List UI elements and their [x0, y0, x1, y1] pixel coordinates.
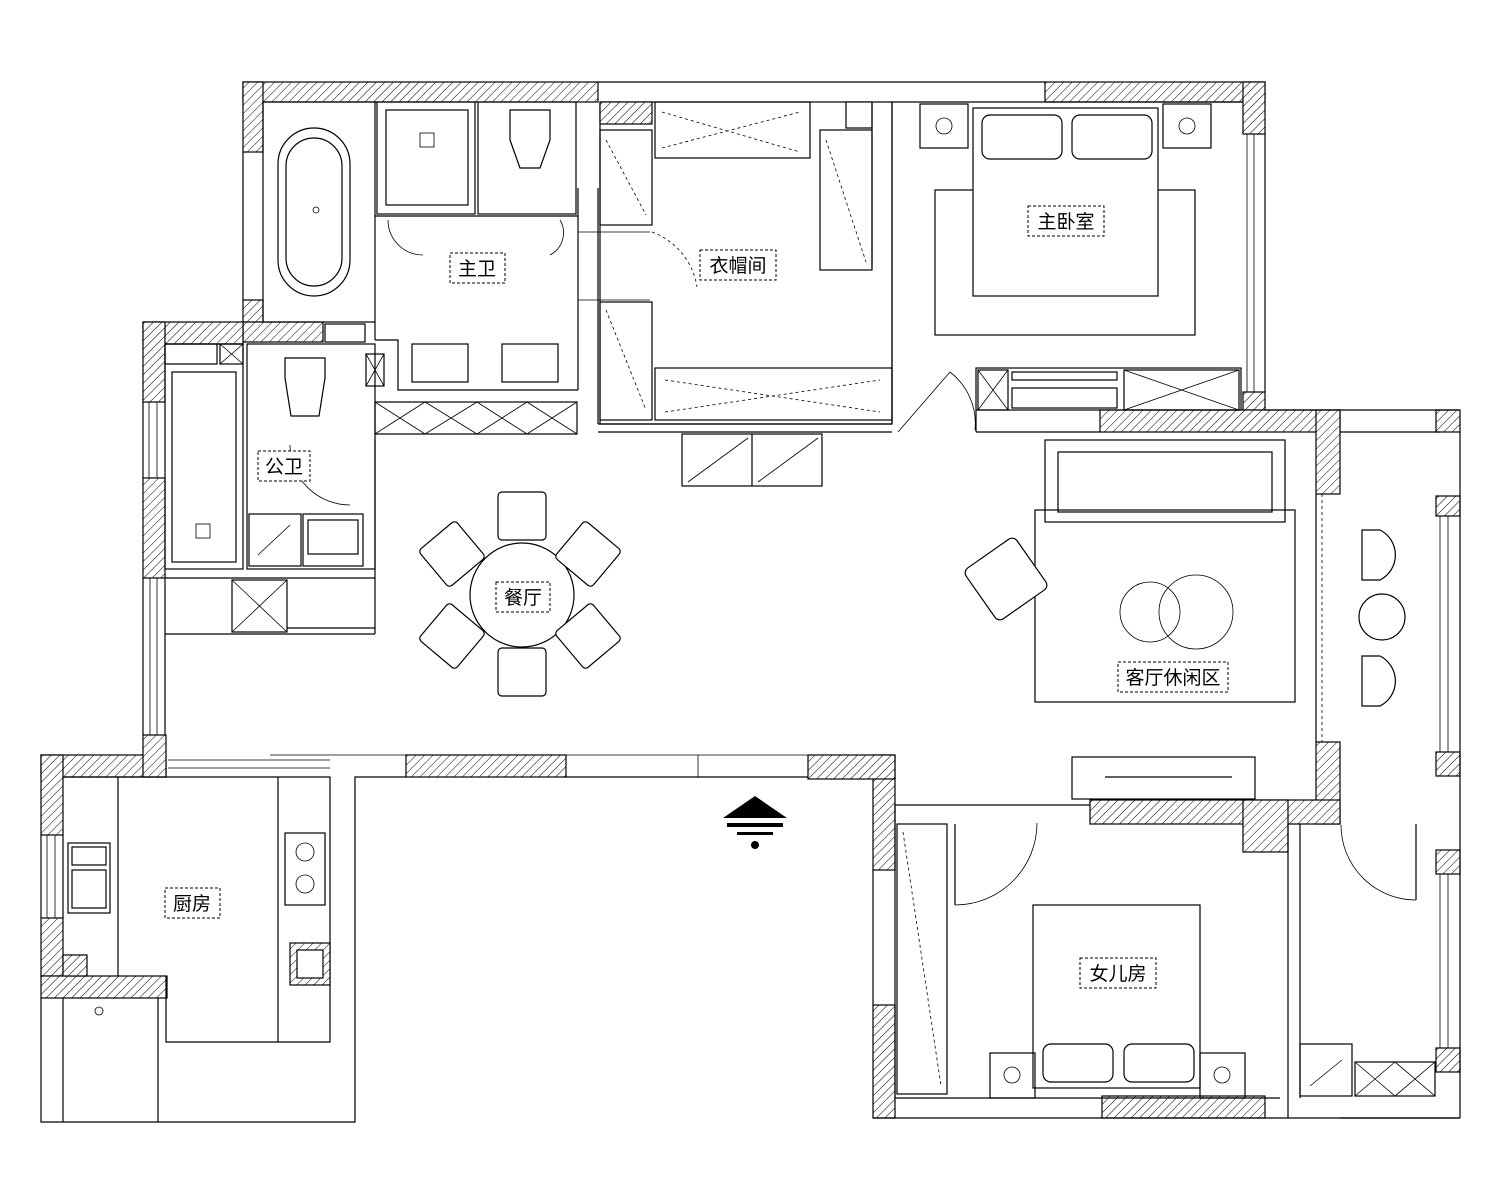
master-bath [262, 101, 650, 391]
walls [40, 81, 1461, 1119]
label-kitchen: 厨房 [164, 887, 221, 919]
label-dining: 餐厅 [495, 581, 551, 613]
room-label-cloakroom: 衣帽间 [709, 255, 766, 277]
room-label-master-bath: 主卫 [458, 258, 496, 280]
cloakroom [597, 101, 893, 425]
label-master-bedroom: 主卧室 [1027, 205, 1105, 237]
label-cloakroom: 衣帽间 [699, 249, 777, 281]
daughter-room [895, 804, 1246, 1099]
room-label-kitchen: 厨房 [173, 893, 211, 915]
corridor-cabinets [374, 401, 823, 487]
label-master-bath: 主卫 [449, 252, 506, 284]
room-label-living-leisure: 客厅休闲区 [1125, 667, 1220, 689]
living-area [598, 431, 1406, 800]
entrance-arrow-icon [723, 796, 787, 849]
master-bedroom [891, 101, 1243, 433]
public-bath [164, 343, 385, 635]
room-label-master-bedroom: 主卧室 [1037, 211, 1094, 233]
room-label-dining: 餐厅 [504, 587, 542, 609]
label-living-leisure: 客厅休闲区 [1117, 661, 1229, 693]
room-label-public-bath: 公卫 [265, 456, 303, 478]
label-daughter-room: 女儿房 [1079, 957, 1157, 989]
right-utility-room [1299, 824, 1436, 1097]
label-public-bath: 公卫 [257, 450, 311, 482]
room-label-daughter-room: 女儿房 [1089, 963, 1146, 985]
outer-outline [40, 81, 1461, 1123]
kitchen [62, 776, 331, 1122]
